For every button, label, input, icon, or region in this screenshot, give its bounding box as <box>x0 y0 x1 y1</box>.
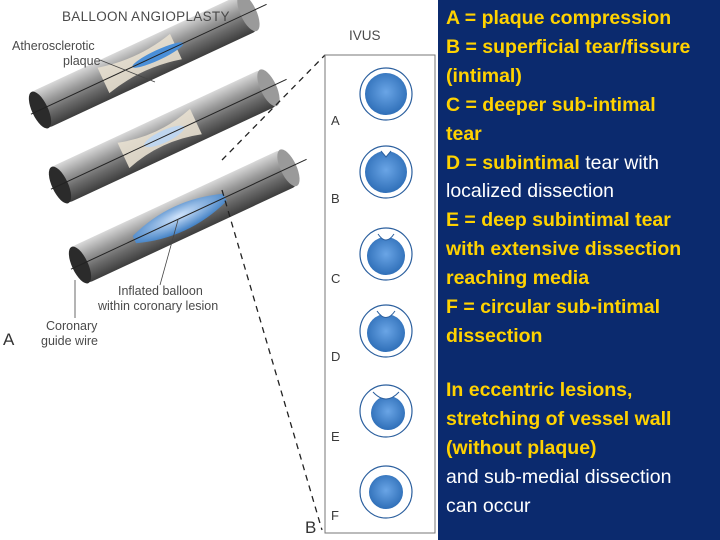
ivus-letter-d: D <box>331 349 341 364</box>
ivus-b <box>359 145 413 199</box>
legend-f-line1: F = circular sub-intimal <box>446 296 661 319</box>
balloon-label-line1: Inflated balloon <box>118 284 203 298</box>
ivus-letter-b: B <box>331 191 340 206</box>
panel-a-label: A <box>3 330 15 349</box>
legend-e-line1: E = deep subintimal tear <box>446 209 671 232</box>
vessel-1 <box>28 0 267 129</box>
note-line5: can occur <box>446 494 531 517</box>
balloon-label-line2: within coronary lesion <box>98 299 219 313</box>
ivus-letter-c: C <box>331 271 341 286</box>
legend-b-line1: B = superficial tear/fissure <box>446 35 691 58</box>
leader-balloon <box>159 219 179 286</box>
wire-label-line1: Coronary <box>46 319 98 333</box>
zoom-line-top <box>221 54 326 161</box>
note-line1: In eccentric lesions, <box>446 379 633 401</box>
legend-d-line1: D = subintimal tear with <box>446 149 718 178</box>
vessel-2 <box>48 69 287 204</box>
legend-list: A = plaque compression B = superficial t… <box>446 4 718 351</box>
ivus-e <box>359 384 413 438</box>
ivus-letter-f: F <box>331 508 339 523</box>
legend-e-line3: reaching media <box>446 267 590 290</box>
legend-a-line1: A = plaque compression <box>446 7 672 29</box>
ivus-column <box>324 54 436 534</box>
ivus-d <box>359 304 413 358</box>
legend-c-line1: C = deeper sub-intimal <box>446 93 656 116</box>
vessel-3 <box>68 149 307 284</box>
legend-d-part1: D = subintimal <box>446 151 580 174</box>
ivus-c <box>359 227 413 281</box>
leader-plaque <box>99 59 156 83</box>
diagram-title: BALLOON ANGIOPLASTY <box>62 9 230 24</box>
ivus-title: IVUS <box>349 28 381 43</box>
legend-b-line2: (intimal) <box>446 64 522 87</box>
legend-f-line2: dissection <box>446 324 543 347</box>
wire-label-line2: guide wire <box>41 334 98 348</box>
plaque-label-line1: Atherosclerotic <box>12 39 95 53</box>
note-line2: stretching of vessel wall <box>446 407 672 430</box>
zoom-line-bottom <box>221 189 323 531</box>
ivus-letter-a: A <box>331 113 340 128</box>
legend-c-line2: tear <box>446 122 482 145</box>
ivus-a <box>359 67 413 121</box>
note-line3: (without plaque) <box>446 436 597 459</box>
legend-panel: A = plaque compression B = superficial t… <box>438 0 720 540</box>
legend-d-line2: localized dissection <box>446 180 615 203</box>
legend-d-part2: tear with <box>579 151 659 174</box>
ivus-f <box>359 465 413 519</box>
legend-e-line2: with extensive dissection <box>446 238 682 261</box>
angioplasty-illustration <box>28 0 436 534</box>
plaque-label-line2: plaque <box>63 54 101 68</box>
note-line4: and sub-medial dissection <box>446 465 672 488</box>
eccentric-note: In eccentric lesions, stretching of vess… <box>446 376 718 521</box>
panel-b-label: B <box>305 518 317 537</box>
ivus-letter-e: E <box>331 429 340 444</box>
